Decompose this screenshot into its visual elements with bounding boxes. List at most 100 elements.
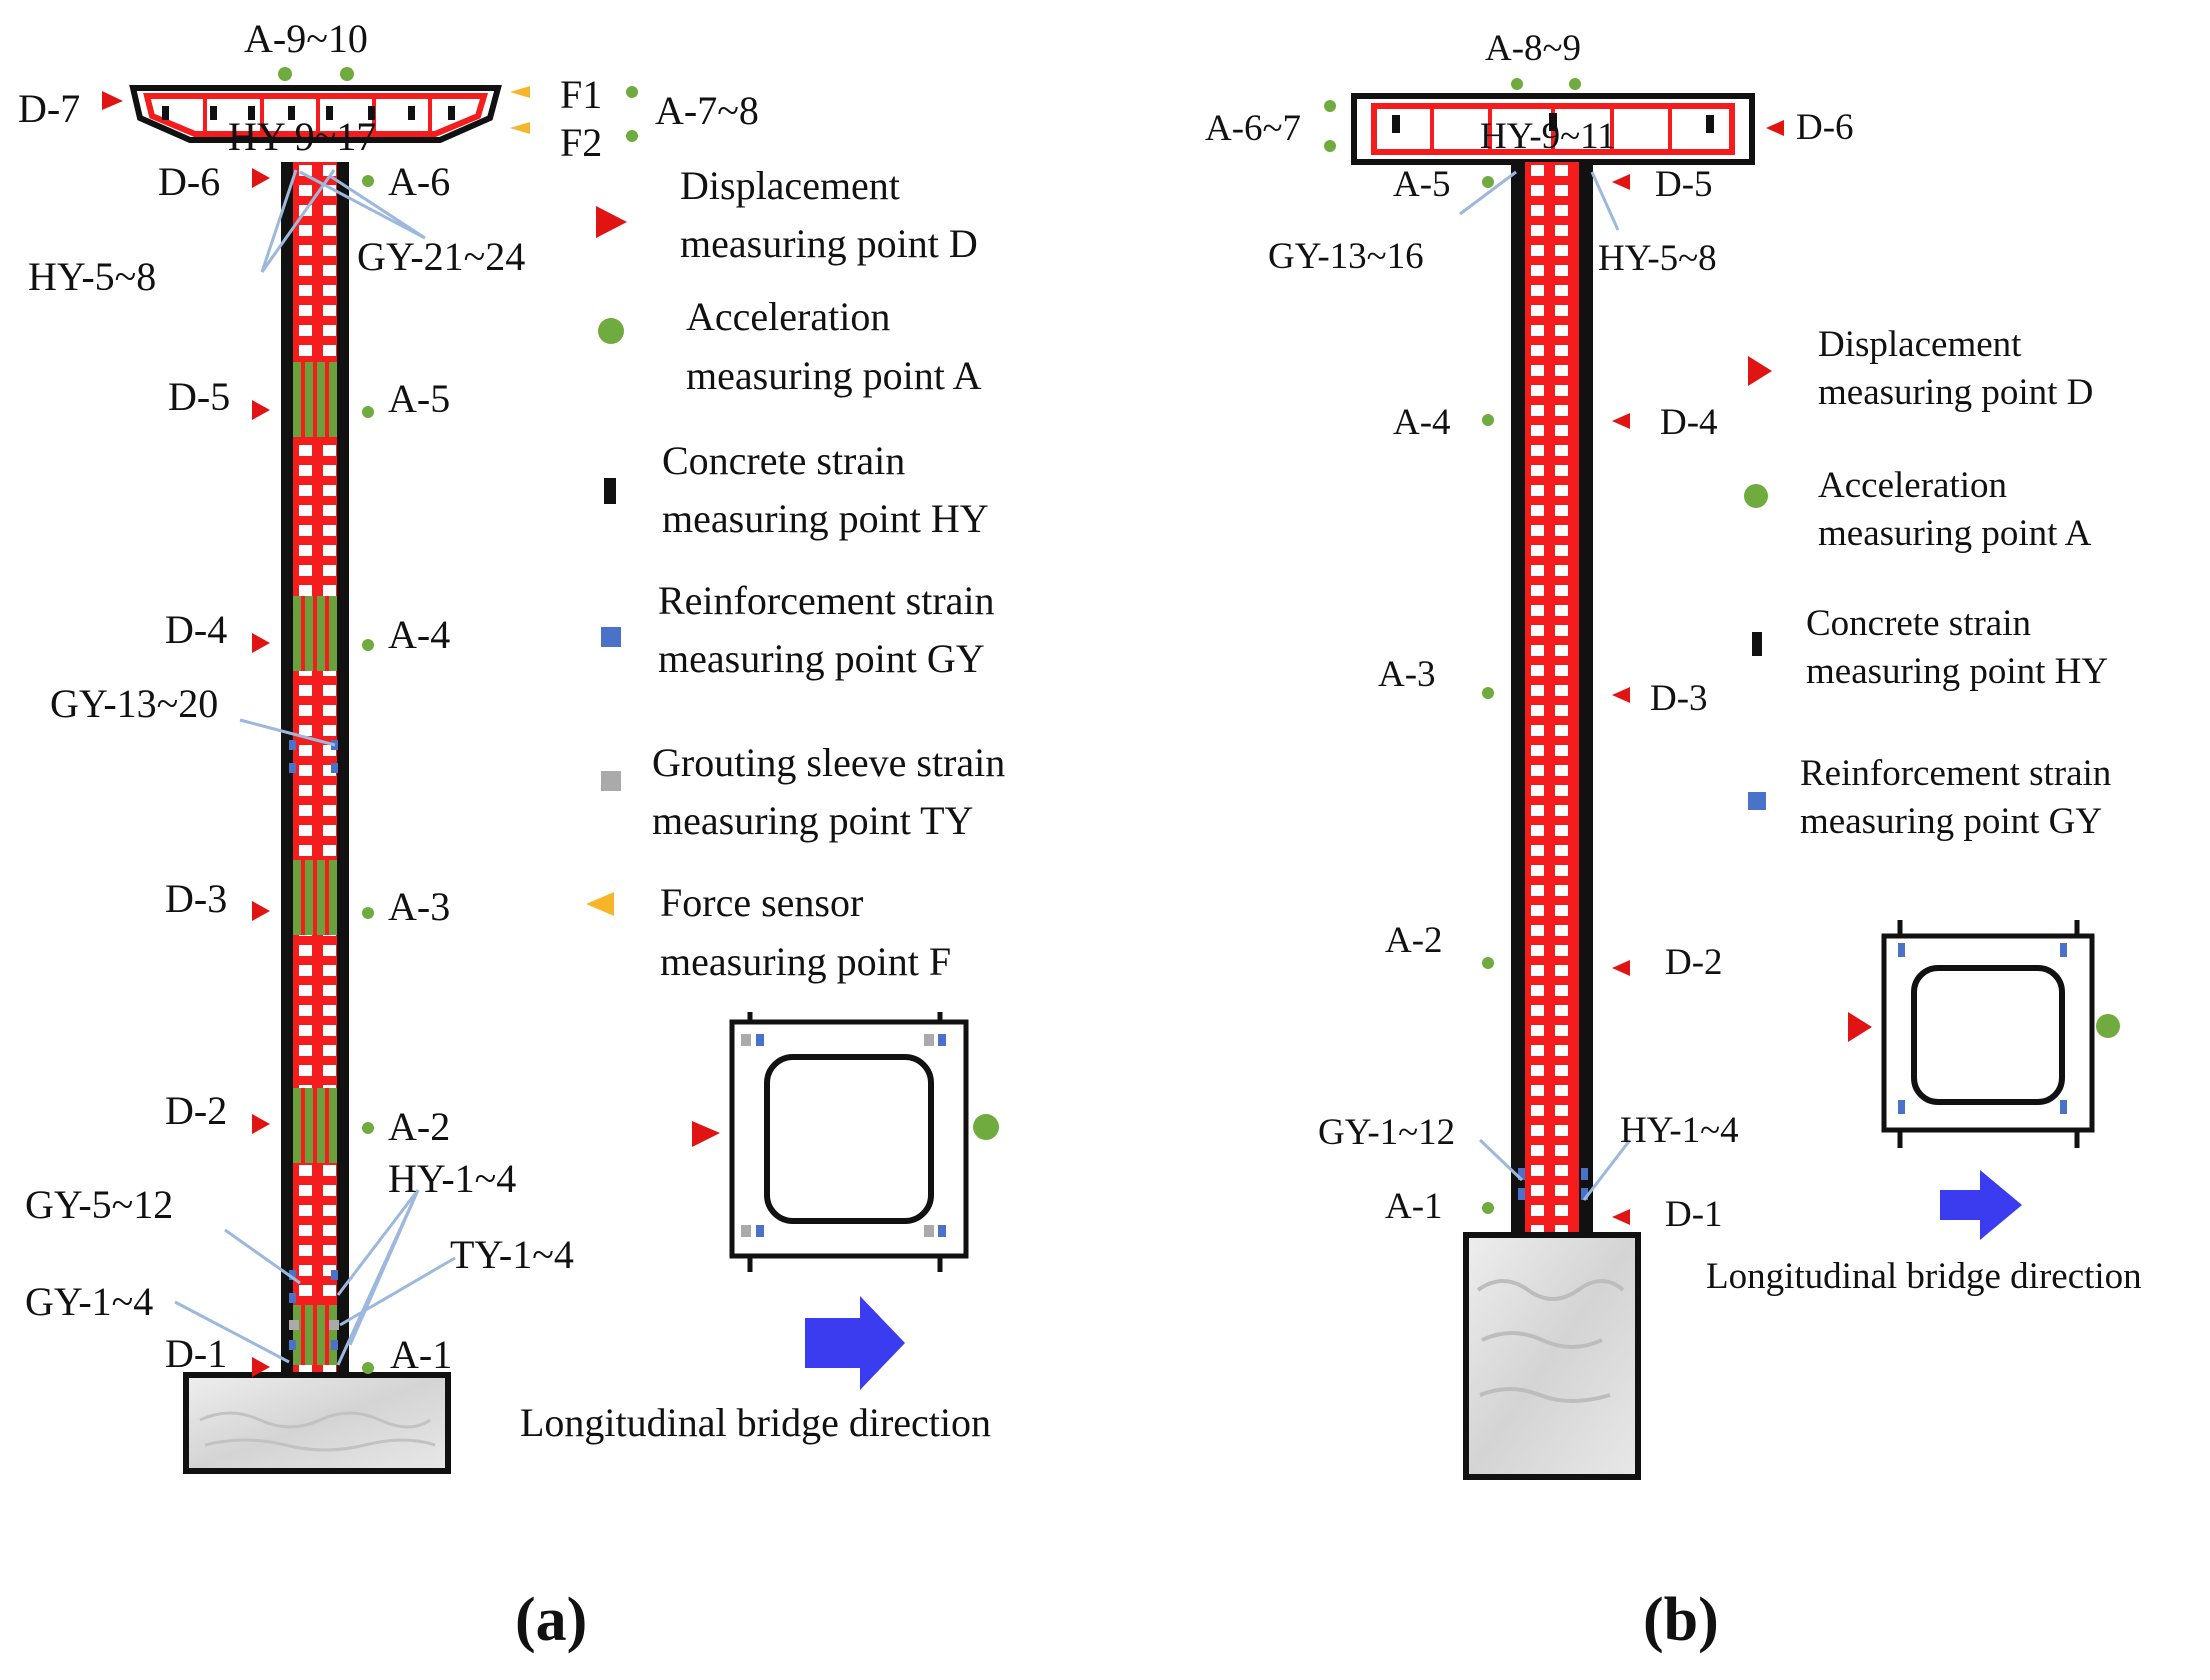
label-a3: A-3 — [1378, 654, 1436, 695]
label-a3: A-3 — [388, 884, 450, 929]
concrete-gauge — [162, 106, 169, 120]
caption-a: (a) — [515, 1586, 587, 1654]
concrete-gauge — [368, 106, 375, 120]
concrete-gauge — [288, 106, 295, 120]
accel-marker — [1482, 687, 1494, 699]
accel-marker — [626, 86, 638, 98]
label-f1: F1 — [560, 72, 602, 117]
displacement-marker — [1612, 413, 1630, 429]
accel-marker — [1482, 1202, 1494, 1214]
label-hy5-8: HY-5~8 — [28, 254, 156, 299]
label-a1: A-1 — [1385, 1186, 1443, 1227]
force-marker — [510, 122, 530, 134]
legend-line2: measuring point D — [1818, 372, 2093, 413]
label-a9-10: A-9~10 — [244, 16, 368, 61]
legend-line1: Acceleration — [686, 294, 890, 339]
legend-line2: measuring point A — [686, 353, 982, 398]
accel-marker — [1482, 957, 1494, 969]
displacement-marker — [692, 1121, 720, 1147]
concrete-gauge — [448, 106, 455, 120]
cross-section-b — [1848, 920, 2120, 1148]
legend-line2: measuring point D — [680, 221, 978, 266]
accel-marker — [626, 130, 638, 142]
legend-line2: measuring point HY — [662, 496, 989, 541]
accel-marker — [1511, 78, 1523, 90]
direction-arrow-icon — [1940, 1170, 2022, 1240]
grouting-sleeve-icon — [601, 771, 621, 791]
legend-b: Displacement measuring point D Accelerat… — [1744, 324, 2111, 842]
displacement-marker — [252, 901, 270, 921]
label-a7-8: A-7~8 — [655, 88, 759, 133]
legend-line2: measuring point F — [660, 939, 951, 984]
concrete-strain-icon — [604, 478, 616, 504]
concrete-strain-icon — [1752, 632, 1762, 656]
label-d1: D-1 — [1665, 1194, 1723, 1235]
cap-beam — [1351, 93, 1755, 165]
label-d6: D-6 — [158, 159, 220, 204]
label-a5: A-5 — [1393, 164, 1451, 205]
leader-lines — [174, 169, 456, 1366]
strain-band — [293, 1088, 337, 1163]
label-hy1-4: HY-1~4 — [1620, 1110, 1739, 1151]
foundation — [183, 1372, 451, 1474]
label-f2: F2 — [560, 120, 602, 165]
displacement-marker — [1848, 1012, 1872, 1042]
reinforcement-strain-icon — [1748, 792, 1766, 810]
label-a4: A-4 — [1393, 402, 1451, 443]
legend-line1: Reinforcement strain — [658, 578, 995, 623]
label-hy9-11: HY-9~11 — [1480, 116, 1616, 157]
leader-lines — [1459, 170, 1632, 1201]
displacement-marker — [1766, 120, 1784, 136]
label-a4: A-4 — [388, 612, 450, 657]
legend-line1: Acceleration — [1818, 465, 2007, 506]
force-marker — [510, 86, 530, 98]
label-d2: D-2 — [1665, 942, 1723, 983]
accel-marker — [362, 1122, 374, 1134]
label-d5: D-5 — [168, 374, 230, 419]
label-d3: D-3 — [165, 876, 227, 921]
label-gy13-16: GY-13~16 — [1268, 236, 1424, 277]
label-d1: D-1 — [165, 1331, 227, 1376]
legend-line2: measuring point A — [1818, 513, 2092, 554]
legend-a: Displacement measuring point D Accelerat… — [586, 163, 1005, 984]
accel-marker — [362, 175, 374, 187]
accel-marker — [1324, 100, 1336, 112]
displacement-marker — [252, 168, 270, 188]
label-a5: A-5 — [388, 376, 450, 421]
label-hy1-4: HY-1~4 — [388, 1156, 516, 1201]
legend-line1: Displacement — [680, 163, 900, 208]
displacement-marker — [1612, 960, 1630, 976]
direction-label-b: Longitudinal bridge direction — [1706, 1256, 2142, 1297]
direction-arrow-icon — [805, 1296, 905, 1390]
caption-b: (b) — [1643, 1586, 1719, 1654]
foundation — [1463, 1232, 1641, 1480]
label-a6-7: A-6~7 — [1205, 108, 1301, 149]
concrete-gauge — [210, 106, 217, 120]
displacement-marker — [1612, 1209, 1630, 1225]
label-a1: A-1 — [390, 1332, 452, 1377]
strain-band — [293, 596, 337, 671]
label-d4: D-4 — [1660, 402, 1718, 443]
displacement-marker — [252, 1357, 270, 1377]
legend-line1: Force sensor — [660, 880, 863, 925]
label-gy13-20: GY-13~20 — [50, 681, 218, 726]
label-gy21-24: GY-21~24 — [357, 234, 525, 279]
accel-marker — [278, 67, 292, 81]
concrete-gauge — [408, 106, 415, 120]
label-ty1-4: TY-1~4 — [450, 1232, 574, 1277]
label-gy1-4: GY-1~4 — [25, 1279, 153, 1324]
panel-a: A-9~10 D-7 F1 F2 A-7~8 HY-9~17 D-6 A-6 G… — [18, 16, 1005, 1654]
label-a2: A-2 — [1385, 920, 1443, 961]
legend-line2: measuring point TY — [652, 798, 973, 843]
legend-line1: Reinforcement strain — [1800, 753, 2111, 794]
panel-b: A-8~9 A-6~7 D-6 HY-9~11 A-5 D-5 GY-13~16… — [1205, 28, 2142, 1654]
strain-band — [293, 362, 337, 437]
acceleration-icon — [1744, 484, 1768, 508]
direction-label-a: Longitudinal bridge direction — [520, 1400, 991, 1445]
label-d3: D-3 — [1650, 678, 1708, 719]
concrete-gauge — [326, 106, 333, 120]
accel-marker — [362, 406, 374, 418]
accel-marker — [362, 639, 374, 651]
